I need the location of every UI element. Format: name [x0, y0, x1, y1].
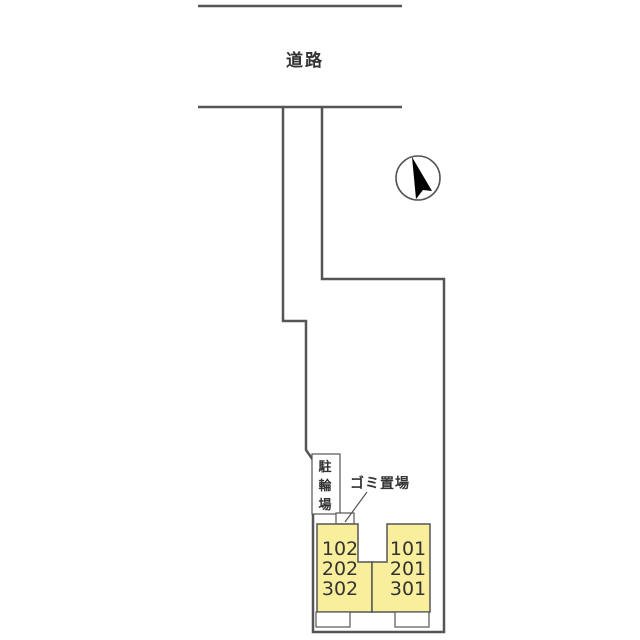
bicycle-parking-char: 場 [318, 498, 332, 513]
unit-number: 302 [321, 578, 359, 600]
garbage-area [335, 512, 355, 525]
lot-boundary [281, 107, 446, 634]
unit-number: 102 [321, 538, 359, 560]
bicycle-parking-area [311, 453, 341, 515]
garbage-leader-line [344, 491, 368, 523]
road-label: 道路 [286, 51, 324, 71]
unit-number: 202 [321, 558, 359, 580]
balcony-east [394, 611, 430, 628]
north-arrow-icon [395, 155, 441, 201]
balcony-west [315, 611, 351, 628]
unit-number: 301 [389, 578, 427, 600]
unit-number: 101 [389, 538, 427, 560]
building-east-units: 101 201 301 [386, 539, 430, 599]
garbage-area-label: ゴミ置場 [350, 476, 410, 492]
unit-number: 201 [389, 558, 427, 580]
bicycle-parking-char: 輪 [318, 479, 332, 494]
bicycle-parking-char: 駐 [318, 460, 332, 475]
bicycle-parking-label: 駐 輪 場 [312, 458, 338, 515]
building-east [371, 523, 431, 613]
building-west-units: 102 202 302 [318, 539, 362, 599]
